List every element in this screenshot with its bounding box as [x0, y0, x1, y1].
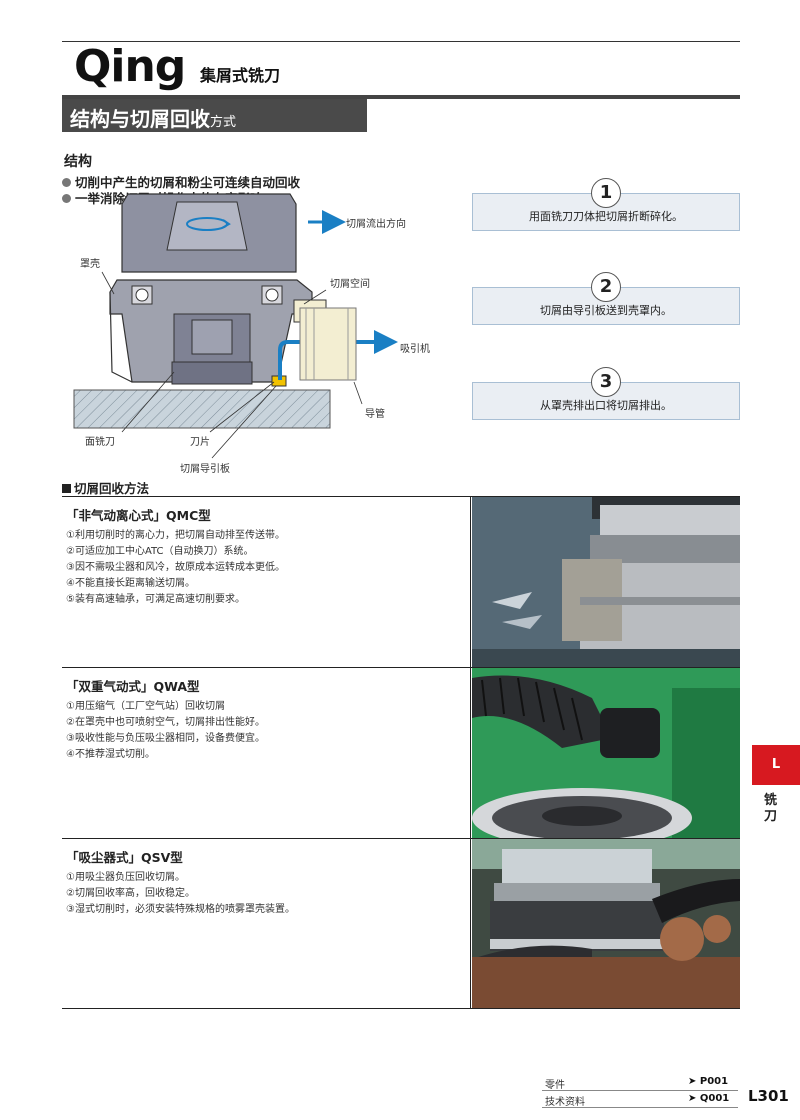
method-title-qwa: 「双重气动式」QWA型 — [66, 679, 200, 694]
method-rule — [62, 667, 740, 668]
footer-rule — [542, 1090, 738, 1091]
page-number: L301 — [748, 1087, 789, 1105]
section-tab-label: 铣刀 — [764, 793, 778, 824]
bullet-dot-icon — [62, 178, 71, 187]
brand-subtitle: 集屑式铣刀 — [200, 66, 281, 85]
photo-qmc — [472, 497, 740, 667]
methods-heading: 切屑回收方法 — [62, 478, 149, 497]
structure-bullet: 切削中产生的切屑和粉尘可连续自动回收 — [62, 172, 300, 191]
method-line: ④不推荐湿式切削。 — [66, 749, 155, 760]
method-line: ①利用切削时的离心力，把切屑自动排至传送带。 — [66, 530, 285, 541]
suction-pipe — [278, 340, 382, 380]
step-text: 切屑由导引板送到壳罩内。 — [540, 304, 672, 317]
method-line: ③湿式切削时，必须安装特殊规格的喷雾罩壳装置。 — [66, 904, 295, 915]
method-line: ②切屑回收率高，回收稳定。 — [66, 888, 195, 899]
label-chip-guide: 切屑导引板 — [180, 464, 230, 475]
label-chip-flow: 切屑流出方向 — [346, 219, 406, 230]
method-line: ⑤装有高速轴承，可满足高速切削要求。 — [66, 594, 245, 605]
photo-qwa — [472, 668, 740, 838]
step-number: 3 — [591, 367, 621, 397]
step-text: 从罩壳排出口将切屑排出。 — [540, 399, 672, 412]
method-title-qsv: 「吸尘器式」QSV型 — [66, 850, 183, 865]
header-bar — [62, 95, 740, 99]
section-title-suffix: 方式 — [210, 115, 237, 130]
footer-ref-label: 技术资料 — [545, 1097, 585, 1108]
footer-rule — [542, 1107, 738, 1108]
workpiece — [73, 389, 331, 429]
top-rule — [62, 41, 740, 42]
photo-qsv — [472, 839, 740, 1008]
section-title-main: 结构与切屑回收 — [70, 107, 210, 131]
label-cover: 罩壳 — [80, 259, 100, 270]
label-face-mill: 面铣刀 — [85, 437, 115, 448]
method-line: ③因不需吸尘器和风冷，故原成本运转成本更低。 — [66, 562, 285, 573]
bullet-dot-icon — [62, 194, 71, 203]
duct — [299, 307, 357, 381]
cutter-structure-diagram — [73, 193, 398, 459]
method-divider — [470, 496, 471, 1008]
section-tab-l[interactable]: L — [752, 745, 800, 785]
footer-ref-label: 零件 — [545, 1080, 565, 1091]
method-line: ①用吸尘器负压回收切屑。 — [66, 872, 185, 883]
method-line: ①用压缩气（工厂空气站）回收切屑 — [66, 701, 225, 712]
method-rule — [62, 496, 740, 497]
footer-ref-link[interactable]: ➤ P001 — [688, 1076, 729, 1087]
square-bullet-icon — [62, 484, 71, 493]
method-line: ④不能直接长距离输送切屑。 — [66, 578, 195, 589]
method-line: ③吸收性能与负压吸尘器相同，设备费便宜。 — [66, 733, 265, 744]
structure-heading: 结构 — [64, 154, 92, 170]
section-title-box: 结构与切屑回收方式 — [62, 99, 367, 132]
label-chip-space: 切屑空间 — [330, 279, 370, 290]
label-blade: 刀片 — [190, 437, 210, 448]
method-rule — [62, 838, 740, 839]
step-number: 1 — [591, 178, 621, 208]
brand-logo: Qing — [74, 41, 186, 92]
method-line: ②在罩壳中也可喷射空气，切屑排出性能好。 — [66, 717, 265, 728]
method-rule — [62, 1008, 740, 1009]
footer-ref-link[interactable]: ➤ Q001 — [688, 1093, 730, 1104]
method-line: ②可适应加工中心ATC（自动换刀）系统。 — [66, 546, 254, 557]
step-text: 用面铣刀刀体把切屑折断碎化。 — [529, 210, 683, 223]
label-pipe: 导管 — [365, 409, 385, 420]
label-suction-machine: 吸引机 — [400, 344, 430, 355]
method-title-qmc: 「非气动离心式」QMC型 — [66, 508, 211, 523]
step-number: 2 — [591, 272, 621, 302]
section-title: 结构与切屑回收方式 — [70, 103, 236, 132]
